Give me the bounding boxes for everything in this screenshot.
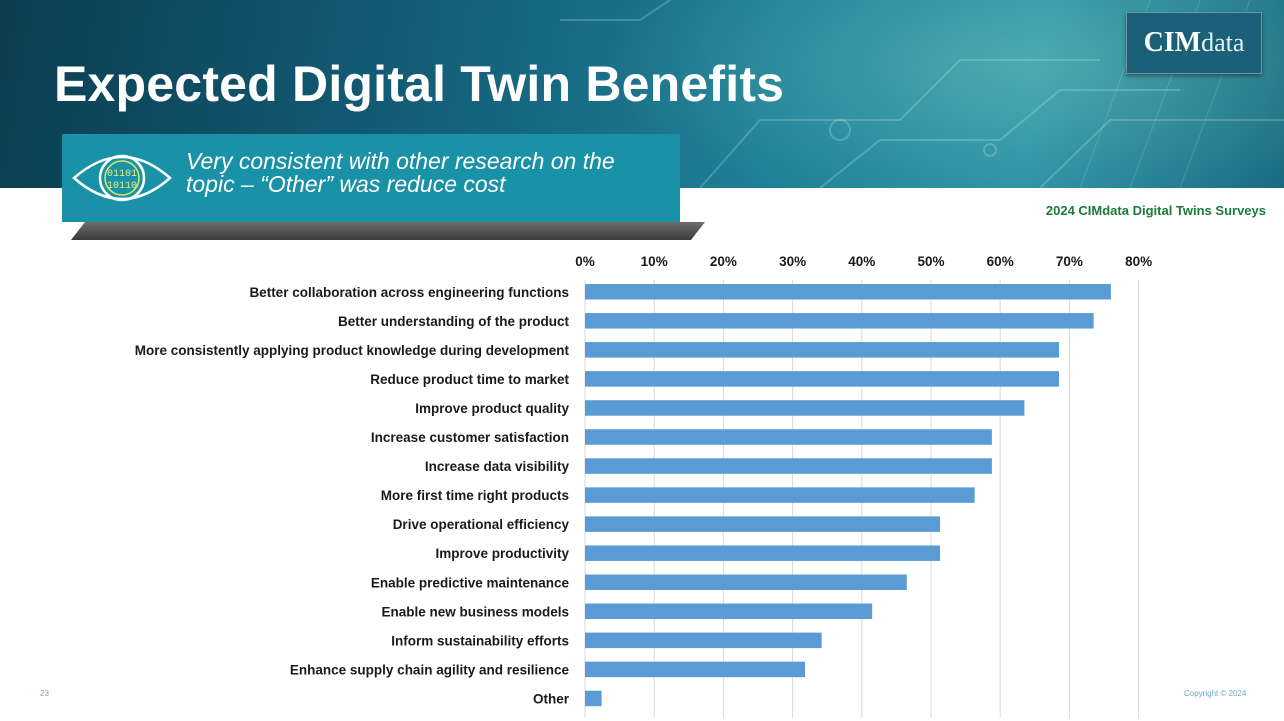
logo-text-bold: CIM (1143, 27, 1202, 58)
bar (585, 458, 992, 474)
category-label: Other (533, 691, 570, 706)
bar (585, 371, 1060, 387)
chart-axis-ticks: 0% 10% 20% 30% 40% 50% 60% 70% 80% (575, 254, 1152, 269)
bar (585, 632, 822, 649)
eye-icon-digits-bottom: 10110 (107, 181, 137, 192)
eye-icon-digits-top: 01101 (107, 169, 137, 180)
callout-shadow (70, 222, 706, 240)
bar (585, 400, 1025, 416)
category-label: More consistently applying product knowl… (135, 343, 570, 358)
x-tick-label: 0% (575, 254, 595, 269)
logo-text-light: data (1201, 28, 1245, 57)
slide-title: Expected Digital Twin Benefits (54, 56, 785, 112)
bar (585, 545, 940, 561)
x-tick-label: 20% (710, 254, 737, 269)
x-tick-label: 30% (779, 254, 806, 269)
copyright-notice: Copyright © 2024 (1184, 689, 1247, 698)
category-label: Improve productivity (435, 546, 569, 561)
x-tick-label: 60% (987, 254, 1014, 269)
survey-source-label: 2024 CIMdata Digital Twins Surveys (1045, 203, 1266, 218)
binary-eye-icon: 01101 10110 (72, 154, 172, 202)
bar (585, 429, 992, 445)
bar (585, 342, 1060, 358)
category-label: Reduce product time to market (370, 372, 569, 387)
category-label: Better understanding of the product (338, 314, 570, 329)
bar (585, 487, 975, 503)
category-label: Improve product quality (415, 401, 569, 416)
callout-text: Very consistent with other research on t… (186, 148, 615, 197)
bar (585, 574, 907, 590)
category-label: Inform sustainability efforts (391, 633, 569, 648)
bar (585, 284, 1111, 300)
bar (585, 690, 602, 707)
x-tick-label: 70% (1056, 254, 1083, 269)
bar (585, 313, 1094, 329)
category-label: Enable new business models (381, 604, 569, 619)
category-label: Increase data visibility (425, 459, 570, 474)
benefits-bar-chart: 0% 10% 20% 30% 40% 50% 60% 70% 80% Better collab… (135, 254, 1152, 718)
page-number: 23 (40, 689, 49, 698)
bar (585, 603, 873, 620)
bar (585, 661, 806, 678)
callout-box: 01101 10110 Very consistent with other r… (62, 134, 680, 222)
chart-category-labels: Better collaboration across engineering … (135, 285, 570, 707)
category-label: Increase customer satisfaction (371, 430, 569, 445)
x-tick-label: 50% (917, 254, 944, 269)
category-label: Enable predictive maintenance (371, 575, 570, 590)
category-label: More first time right products (381, 488, 569, 503)
category-label: Drive operational efficiency (393, 517, 570, 532)
bar (585, 516, 940, 532)
category-label: Better collaboration across engineering … (249, 285, 569, 300)
x-tick-label: 40% (848, 254, 875, 269)
x-tick-label: 80% (1125, 254, 1152, 269)
chart-bars (585, 284, 1111, 707)
x-tick-label: 10% (641, 254, 668, 269)
category-label: Enhance supply chain agility and resilie… (290, 662, 570, 677)
